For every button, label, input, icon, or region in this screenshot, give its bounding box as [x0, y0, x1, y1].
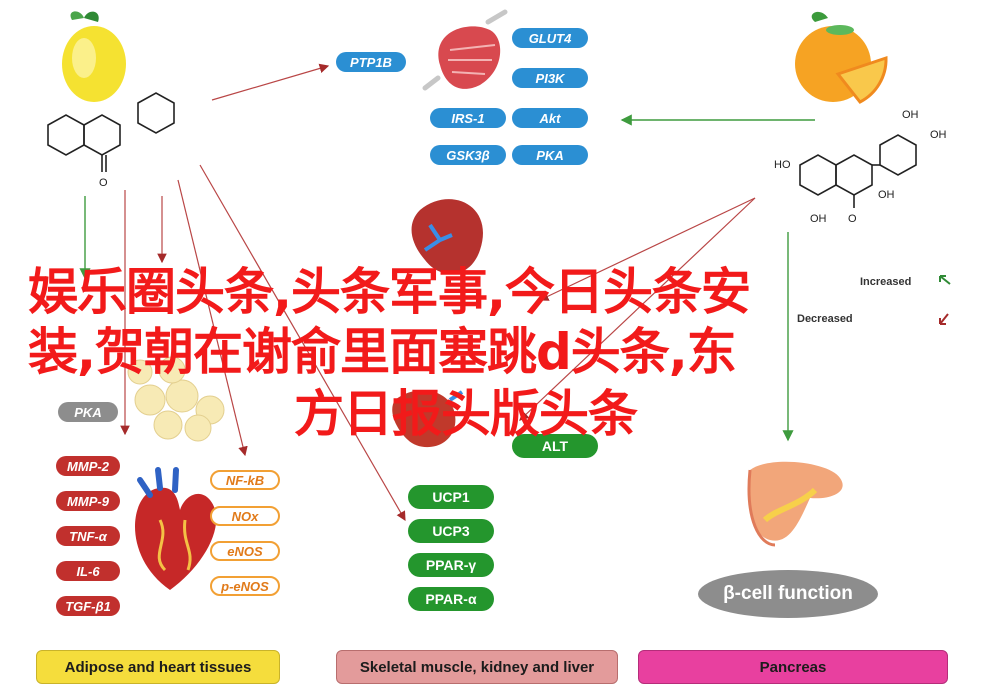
o-label: O — [848, 213, 857, 225]
legend-decreased: Decreased — [795, 313, 855, 325]
footer-pancreas: Pancreas — [638, 650, 948, 684]
arrow — [519, 197, 756, 421]
pill-mmp2: MMP-2 — [56, 456, 120, 476]
pill-pka-adipose: PKA — [58, 402, 118, 422]
pill-ppar-alpha: PPAR-α — [408, 587, 494, 611]
footer-skeletal-kidney-liver: Skeletal muscle, kidney and liver — [336, 650, 618, 684]
oh-label: OH — [902, 109, 919, 121]
pill-ucp1: UCP1 — [408, 485, 494, 509]
legend-increased: Increased — [858, 276, 914, 288]
pill-pi3k: PI3K — [512, 68, 588, 88]
pill-nox: NOx — [210, 506, 280, 526]
pill-gsk3b: GSK3β — [430, 145, 506, 165]
oh-label: OH — [810, 213, 827, 225]
overlay-headline-line3: 方日报头版头条 — [294, 385, 638, 443]
pill-ppar-gamma: PPAR-γ — [408, 553, 494, 577]
muscle-icon — [422, 9, 508, 91]
pill-glut4: GLUT4 — [512, 28, 588, 48]
decrease-arrow-icon — [939, 313, 949, 325]
arrow — [177, 179, 248, 457]
flavonol-structure-icon — [799, 134, 917, 208]
ho-label: HO — [774, 159, 791, 171]
adipose-cells-icon — [127, 356, 225, 442]
pill-alt: ALT — [512, 434, 598, 458]
overlay-headline-line2: 装,贺朝在谢俞里面塞跳d头条,东 — [28, 323, 737, 381]
increase-arrow-icon — [939, 275, 951, 285]
footer-adipose-heart: Adipose and heart tissues — [36, 650, 280, 684]
oh-label: OH — [878, 189, 895, 201]
pill-tgfb1: TGF-β1 — [56, 596, 120, 616]
heart-icon — [135, 467, 217, 590]
pill-akt: Akt — [512, 108, 588, 128]
arrow — [211, 63, 330, 101]
arrow — [538, 197, 756, 301]
pill-mmp9: MMP-9 — [56, 491, 120, 511]
orange-icon — [795, 11, 888, 104]
pill-nfkb: NF-kB — [210, 470, 280, 490]
pill-irs1: IRS-1 — [430, 108, 506, 128]
arrow — [199, 164, 406, 522]
pill-ptp1b: PTP1B — [336, 52, 406, 72]
flavone-structure-icon — [47, 92, 175, 172]
beta-cell-label: β-cell function — [723, 583, 853, 604]
beta-cell-badge — [698, 570, 878, 618]
pill-il6: IL-6 — [56, 561, 120, 581]
oh-label: OH — [930, 129, 947, 141]
overlay-headline-line1: 娱乐圈头条,头条军事,今日头条安 — [28, 263, 751, 321]
kidney-icon — [411, 199, 483, 274]
pill-penos: p-eNOS — [210, 576, 280, 596]
lemon-icon — [62, 11, 126, 102]
pill-pka: PKA — [512, 145, 588, 165]
o-label: O — [99, 177, 108, 189]
pancreas-icon — [747, 461, 843, 547]
pill-tnfa: TNF-α — [56, 526, 120, 546]
pill-enos: eNOS — [210, 541, 280, 561]
pill-ucp3: UCP3 — [408, 519, 494, 543]
liver-icon — [392, 390, 464, 448]
